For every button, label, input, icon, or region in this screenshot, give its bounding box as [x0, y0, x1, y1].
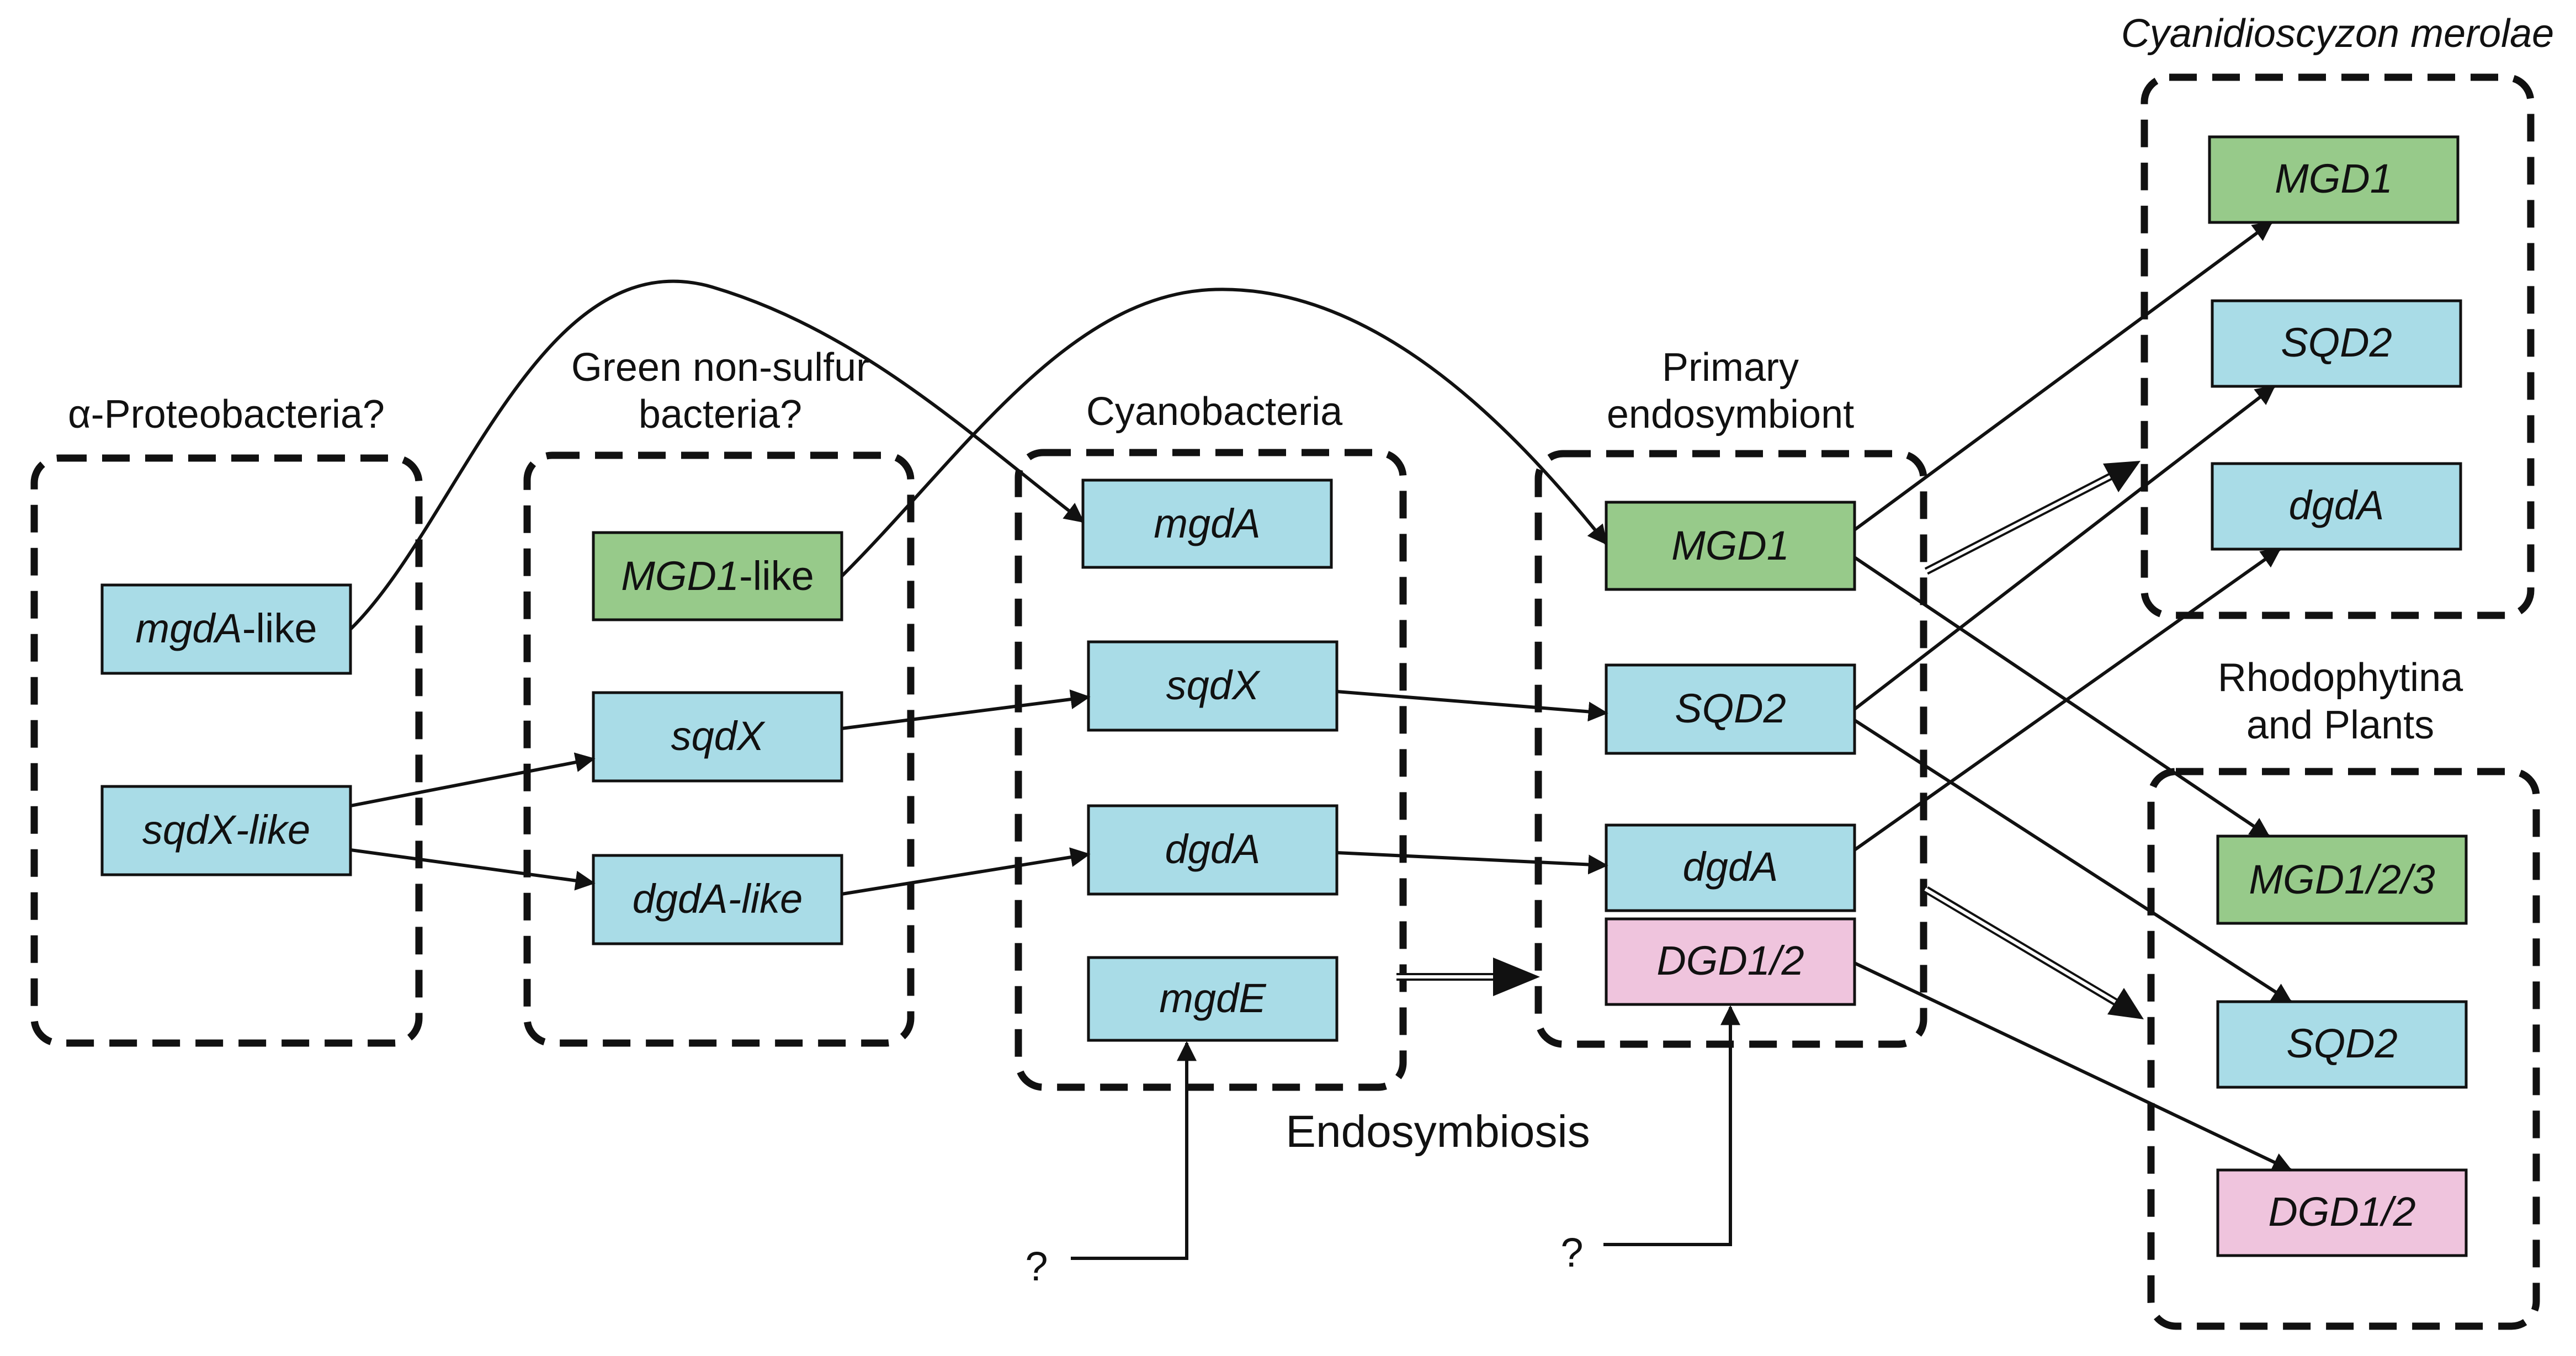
svg-text:MGD1-like: MGD1-like: [621, 553, 814, 599]
gene-box-cyano-sqdx: sqdX: [1087, 640, 1339, 732]
hollow-arrow-endosymbiosis: [1395, 958, 1540, 996]
group-title-rhodophytina-line1: Rhodophytina: [2218, 656, 2463, 700]
gene-box-gns-mgd1: MGD1-like: [592, 531, 843, 621]
svg-text:sqdX: sqdX: [671, 713, 766, 759]
svg-text:dgdA: dgdA: [2289, 482, 2384, 528]
svg-text:dgdA-like: dgdA-like: [633, 876, 803, 922]
gene-box-gns-sqdx: sqdX: [592, 691, 843, 783]
gene-box-cyano-dgda: dgdA: [1087, 804, 1339, 896]
gene-box-rp-dgd12: DGD1/2: [2216, 1168, 2468, 1257]
hollow-arrow-to-cyanidioschyzon: [1924, 461, 2141, 575]
arrow-cyano-sqdx-to-prim-sqd2: [1336, 690, 1608, 722]
svg-text:mgdA: mgdA: [1154, 501, 1260, 546]
arrow-alpha-sqdx-to-gns-dgda: [350, 848, 596, 891]
gene-box-prim-dgd12: DGD1/2: [1605, 917, 1856, 1006]
svg-text:mgdA-like: mgdA-like: [136, 605, 317, 651]
arrow-gns-mgd1-to-prim-mgd1: [840, 288, 1608, 578]
gene-box-prim-sqd2: SQD2: [1605, 663, 1856, 755]
arrow-prim-sqd2-to-rp-sqd2: [1853, 719, 2293, 1003]
group-title-primary-line1: Primary: [1662, 345, 1799, 390]
gene-box-cm-dgda: dgdA: [2211, 462, 2462, 551]
gene-box-cyano-mgde: mgdE: [1087, 956, 1339, 1042]
arrow-alpha-mgda-to-cyano-mgda: [349, 279, 1085, 631]
svg-text:SQD2: SQD2: [2286, 1020, 2398, 1066]
group-rhodophytina-and-plants: [2147, 768, 2540, 1330]
arrow-prim-mgd1-to-cm-mgd1: [1853, 221, 2273, 531]
arrow-prim-mgd1-to-rp-mgd123: [1853, 556, 2270, 838]
svg-text:sqdX-like: sqdX-like: [142, 807, 310, 853]
group-title-alpha-proteobacteria: α-Proteobacteria?: [68, 392, 385, 437]
group-cyanobacteria: [1015, 449, 1407, 1091]
gene-box-rp-mgd123: MGD1/2/3: [2216, 834, 2468, 925]
unknown-origin-label-1: ?: [1025, 1243, 1048, 1289]
svg-text:MGD1: MGD1: [1671, 523, 1789, 568]
gene-box-alpha-sqdx: sqdX-like: [100, 785, 352, 876]
group-title-cyanidioschyzon: Cyanidioscyzon merolae: [2121, 12, 2554, 56]
arrow-prim-sqd2-to-cm-sqd2: [1853, 385, 2276, 711]
group-title-cyanobacteria: Cyanobacteria: [1086, 390, 1343, 434]
arrow-unknown-to-cyano-mgde: [1071, 1041, 1197, 1260]
svg-text:SQD2: SQD2: [1675, 685, 1786, 731]
svg-text:MGD1: MGD1: [2275, 156, 2393, 201]
endosymbiosis-label: Endosymbiosis: [1286, 1107, 1590, 1157]
arrow-gns-dgda-to-cyano-dgda: [841, 847, 1091, 896]
group-alpha-proteobacteria: [30, 454, 423, 1047]
arrow-prim-dgda-to-cm-dgda: [1853, 547, 2281, 852]
svg-text:dgdA: dgdA: [1683, 844, 1778, 890]
gene-box-prim-mgd1: MGD1: [1605, 501, 1856, 591]
group-cyanidioschyzon-merolae: [2141, 73, 2535, 619]
gene-box-gns-dgda: dgdA-like: [592, 854, 843, 945]
svg-text:DGD1/2: DGD1/2: [1656, 938, 1804, 983]
gene-box-rp-sqd2: SQD2: [2216, 1000, 2468, 1089]
group-title-green-nonsulfur-line1: Green non-sulfur: [571, 345, 869, 390]
svg-text:dgdA: dgdA: [1165, 826, 1261, 872]
unknown-origin-label-2: ?: [1560, 1230, 1583, 1275]
svg-text:SQD2: SQD2: [2281, 320, 2392, 365]
arrow-unknown-to-prim-dgd12: [1603, 1005, 1740, 1246]
gene-box-cm-mgd1: MGD1: [2208, 135, 2460, 224]
gene-box-cyano-mgda: mgdA: [1081, 478, 1333, 569]
svg-text:MGD1/2/3: MGD1/2/3: [2249, 857, 2435, 902]
gene-box-cm-sqd2: SQD2: [2211, 299, 2462, 388]
hollow-arrow-to-rhodophytina: [1924, 886, 2144, 1019]
arrow-prim-dgd12-to-rp-dgd12: [1853, 961, 2293, 1172]
svg-text:DGD1/2: DGD1/2: [2268, 1189, 2415, 1235]
svg-text:mgdE: mgdE: [1159, 975, 1267, 1021]
gene-box-prim-dgda: dgdA: [1605, 823, 1856, 912]
arrow-gns-sqdx-to-cyano-sqdx: [841, 689, 1091, 730]
svg-text:sqdX: sqdX: [1166, 662, 1261, 708]
arrow-cyano-dgda-to-prim-dgda: [1336, 851, 1608, 875]
group-title-rhodophytina-line2: and Plants: [2246, 703, 2434, 747]
arrow-alpha-sqdx-to-gns-sqdx: [350, 752, 596, 807]
gene-box-alpha-mgda: mgdA-like: [100, 583, 352, 675]
group-title-green-nonsulfur-line2: bacteria?: [639, 392, 802, 437]
group-title-primary-line2: endosymbiont: [1607, 392, 1854, 437]
